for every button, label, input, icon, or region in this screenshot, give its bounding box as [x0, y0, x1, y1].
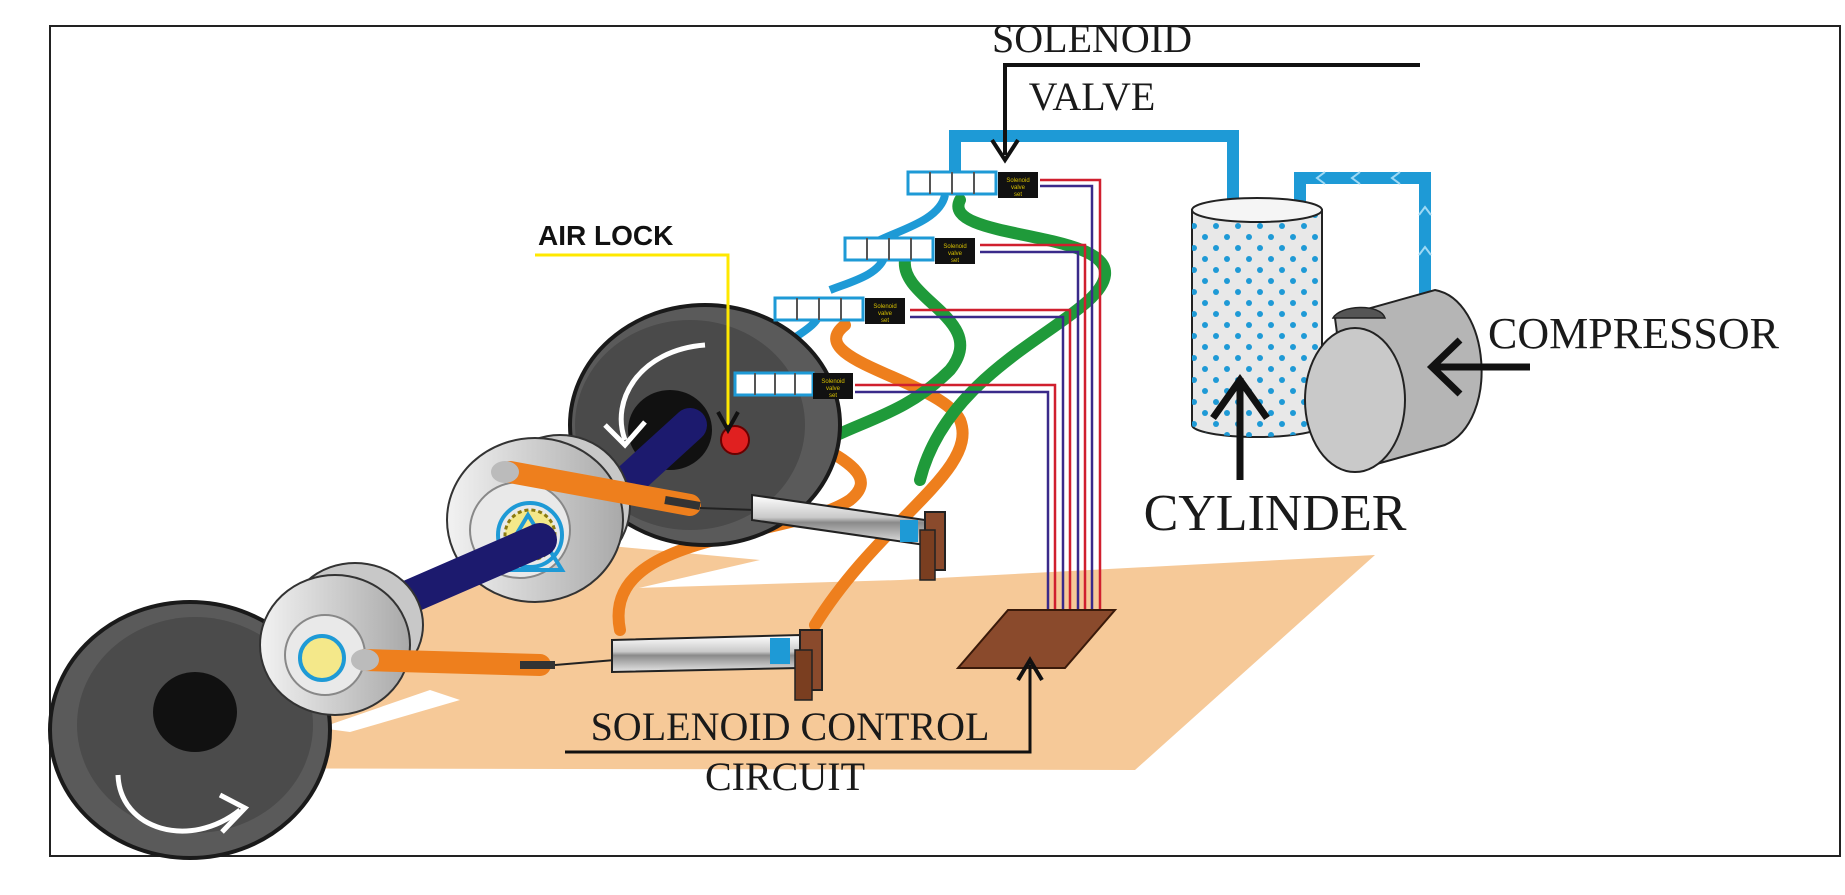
valve-tag-line2: valve — [826, 386, 841, 392]
air-lock-marker — [720, 425, 750, 455]
label-control-circuit-line2: CIRCUIT — [705, 754, 865, 799]
compressor — [1304, 288, 1483, 473]
valve-tag-line2: valve — [948, 251, 963, 257]
label-control-circuit-line1: SOLENOID CONTROL — [591, 704, 990, 749]
label-solenoid-valve-line2: VALVE — [1029, 74, 1156, 119]
label-solenoid-valve-line1: SOLENOID — [992, 16, 1192, 61]
brake-levers — [351, 461, 701, 676]
valve-tag-line3: set — [829, 393, 837, 399]
label-compressor: COMPRESSOR — [1488, 309, 1780, 358]
diagram-frame — [49, 25, 1841, 857]
control-wires — [855, 178, 1102, 615]
rotation-arrowhead-icon — [603, 420, 647, 449]
rotation-arrow-icon — [618, 342, 706, 441]
compressor-arrowhead-icon — [1426, 337, 1463, 397]
solenoid-valve-3: Solenoid valve set — [773, 296, 905, 324]
floor-highlight — [320, 690, 460, 732]
valve-tag-line1: Solenoid — [943, 244, 966, 250]
air-lock-arrowhead-icon — [716, 411, 740, 435]
valve-tag-line2: valve — [1011, 185, 1026, 191]
valve-tag-line3: set — [1014, 192, 1022, 198]
air-supply-lines — [949, 130, 1431, 300]
solenoid-valve-arrowhead-icon — [990, 138, 1020, 164]
brake-actuator-upper — [699, 493, 946, 581]
solenoid-valve-4: Solenoid valve set — [733, 371, 853, 399]
solenoid-valve-1: Solenoid valve set — [906, 170, 1038, 198]
valve-tag-line3: set — [881, 318, 889, 324]
control-circuit-leader — [565, 665, 1032, 754]
label-cylinder: CYLINDER — [1144, 485, 1407, 542]
brake-actuator-lower — [554, 629, 823, 701]
air-cylinder-tank — [1191, 197, 1323, 438]
valve-tag-line1: Solenoid — [1006, 178, 1029, 184]
label-air-lock: AIR LOCK — [538, 220, 673, 251]
rotation-arrow-icon-front — [115, 774, 242, 834]
control-circuit-arrowhead-icon — [1016, 656, 1044, 682]
valve-tag-line2: valve — [878, 311, 893, 317]
solenoid-valve-2: Solenoid valve set — [843, 236, 975, 264]
valve-tag-line3: set — [951, 258, 959, 264]
solenoid-valve-leader — [1003, 63, 1420, 155]
valve-tag-line1: Solenoid — [873, 304, 896, 310]
air-lock-leader — [535, 253, 730, 425]
air-flow-arrows — [1315, 171, 1432, 256]
cylinder-arrowhead-icon — [1210, 373, 1270, 421]
rotation-arrowhead-icon-front — [218, 792, 250, 834]
valve-tag-line1: Solenoid — [821, 379, 844, 385]
